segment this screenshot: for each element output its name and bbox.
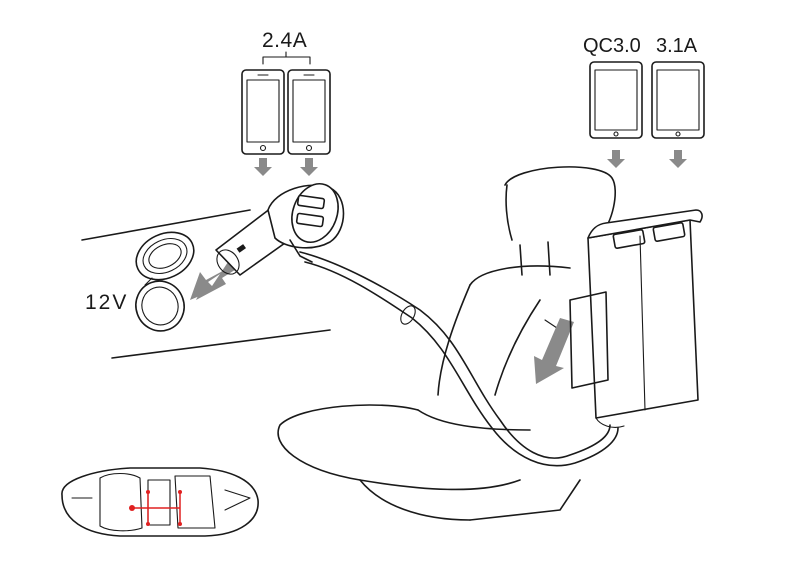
down-arrow-icon (254, 158, 272, 176)
dashboard-outline (81, 209, 331, 359)
down-arrow-icon (534, 318, 574, 384)
down-arrow-icon (607, 150, 625, 168)
insert-arrow-icon (190, 262, 238, 300)
car-top-view-icon (61, 467, 259, 537)
tablet-icon (589, 61, 643, 139)
socket-cap (135, 231, 195, 281)
rear-current-label: 3.1A (656, 35, 698, 57)
car-seat (277, 166, 616, 521)
rear-qc-label: QC3.0 (583, 35, 641, 57)
rear-usb-hub (569, 209, 703, 428)
down-arrow-icon (300, 158, 318, 176)
down-arrow-icon (669, 150, 687, 168)
car-charger-plug (215, 183, 345, 276)
socket-lid (135, 277, 185, 332)
front-current-label: 2.4A (262, 29, 308, 52)
front-current-bracket (262, 51, 311, 65)
socket-voltage-label: 12V (85, 291, 129, 314)
phone-icon (287, 69, 331, 155)
charging-cable (299, 251, 619, 467)
tablet-icon (651, 61, 705, 139)
phone-icon (241, 69, 285, 155)
